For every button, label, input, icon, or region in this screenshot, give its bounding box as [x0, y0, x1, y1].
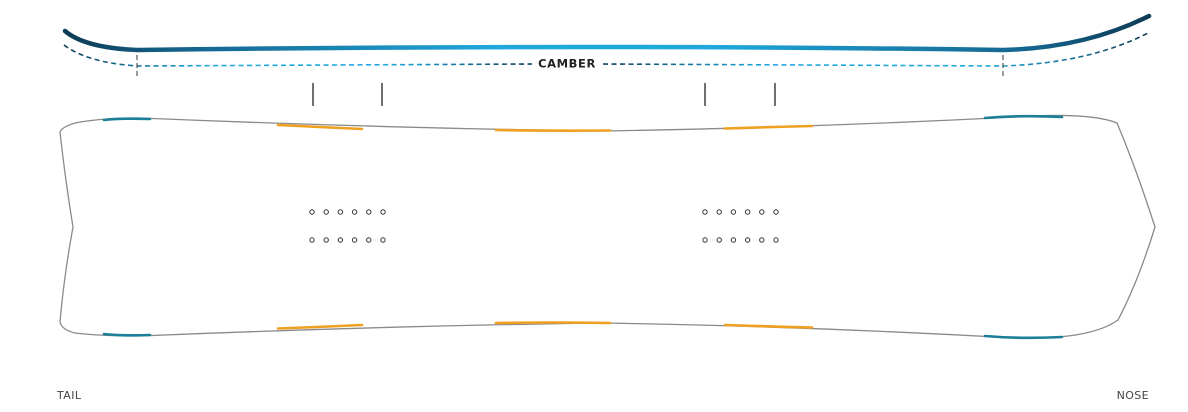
- insert-hole: [309, 237, 315, 243]
- insert-hole: [351, 237, 358, 243]
- insert-hole: [759, 209, 765, 215]
- nose-label: NOSE: [1116, 389, 1149, 402]
- insert-hole: [716, 209, 722, 215]
- insert-hole: [366, 237, 372, 243]
- edge-highlight-orange: [276, 323, 364, 330]
- insert-hole: [337, 237, 344, 243]
- insert-hole: [380, 237, 386, 243]
- insert-hole: [716, 237, 722, 243]
- insert-hole: [702, 209, 708, 215]
- insert-hole: [366, 209, 372, 215]
- insert-hole: [351, 209, 358, 215]
- edge-highlight-orange: [276, 123, 364, 131]
- insert-hole: [744, 209, 751, 215]
- edge-highlight-orange: [723, 124, 814, 130]
- insert-hole: [773, 237, 779, 243]
- insert-hole: [773, 209, 779, 215]
- insert-hole: [702, 237, 708, 243]
- edge-highlight-tail-bottom: [102, 332, 152, 337]
- profile-label: CAMBER: [538, 57, 596, 71]
- edge-highlight-tail-top: [102, 117, 152, 122]
- insert-hole: [309, 209, 315, 215]
- board-outline: [59, 114, 1156, 339]
- insert-hole: [323, 209, 329, 215]
- insert-hole: [337, 209, 344, 215]
- edge-highlight-orange: [723, 323, 814, 329]
- insert-holes: [309, 209, 779, 243]
- camber-profile-line: [62, 13, 1152, 53]
- edge-highlight-nose-top: [983, 114, 1064, 120]
- tail-label: TAIL: [57, 389, 82, 402]
- flat-reference-dashed-line-right: [602, 32, 1149, 67]
- edge-highlight-orange: [494, 128, 612, 132]
- flat-reference-dashed-line-left: [63, 44, 533, 67]
- insert-hole: [759, 237, 765, 243]
- edge-highlight-nose-bottom: [983, 334, 1064, 340]
- insert-hole: [744, 237, 751, 243]
- insert-hole: [730, 209, 737, 215]
- edge-highlight-orange: [494, 321, 612, 325]
- insert-hole: [323, 237, 329, 243]
- insert-hole: [730, 237, 737, 243]
- insert-hole: [380, 209, 386, 215]
